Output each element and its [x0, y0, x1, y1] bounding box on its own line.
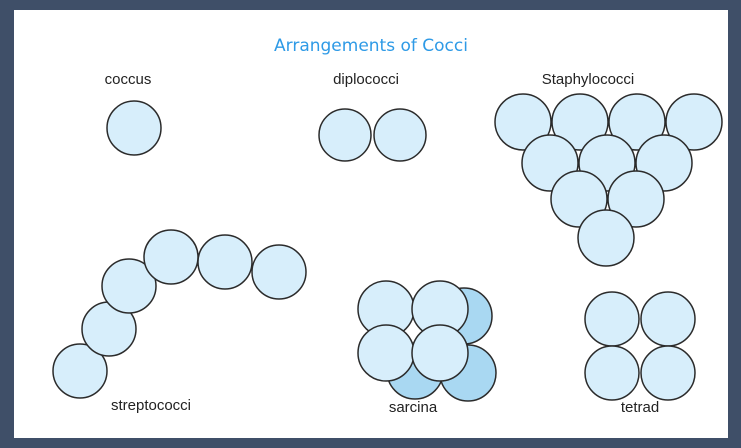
label-tetrad: tetrad — [621, 399, 659, 416]
label-coccus: coccus — [105, 71, 152, 88]
coccus-group — [107, 101, 161, 155]
diplococci-group — [319, 109, 426, 161]
sarcina-cell — [358, 325, 414, 381]
label-streptococci: streptococci — [111, 397, 191, 414]
streptococci-cell — [144, 230, 198, 284]
coccus-cell — [107, 101, 161, 155]
label-sarcina: sarcina — [389, 399, 438, 416]
diplococci-cell — [374, 109, 426, 161]
sarcina-cell — [412, 325, 468, 381]
streptococci-cell — [252, 245, 306, 299]
staphylococci-cell — [578, 210, 634, 266]
tetrad-cell — [585, 292, 639, 346]
tetrad-cell — [641, 292, 695, 346]
tetrad-cell — [585, 346, 639, 400]
staphylococci-group — [495, 94, 722, 266]
label-diplococci: diplococci — [333, 71, 399, 88]
diagram-title: Arrangements of Cocci — [274, 36, 468, 56]
streptococci-group — [53, 230, 306, 398]
tetrad-cell — [641, 346, 695, 400]
sarcina-group — [358, 281, 496, 401]
tetrad-group — [585, 292, 695, 400]
label-staphylococci: Staphylococci — [542, 71, 635, 88]
diplococci-cell — [319, 109, 371, 161]
streptococci-cell — [198, 235, 252, 289]
